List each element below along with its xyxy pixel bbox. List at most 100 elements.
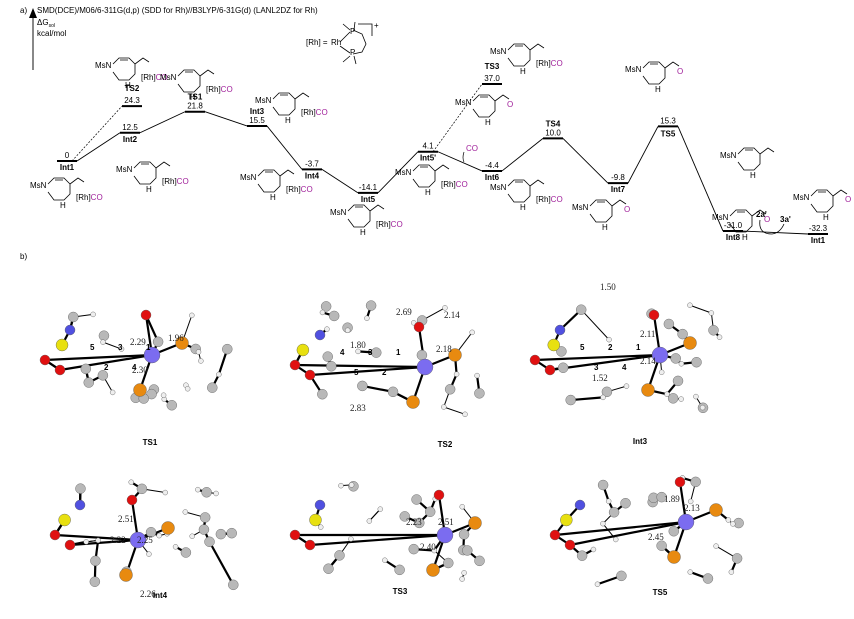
atom-c xyxy=(323,563,334,574)
atom-c xyxy=(597,479,609,491)
atom-h xyxy=(319,309,326,316)
atom-c xyxy=(97,370,109,381)
atom-h xyxy=(348,536,354,542)
atom-c xyxy=(474,388,485,399)
atom-c xyxy=(672,375,684,387)
atom-o xyxy=(140,309,152,321)
atom-number-label: 5 xyxy=(90,343,95,352)
bond xyxy=(309,365,426,377)
atom-o xyxy=(39,354,51,366)
level-name: Int2 xyxy=(123,135,138,144)
atom-h xyxy=(128,479,134,485)
atom-c xyxy=(166,400,177,411)
svg-text:[Rh]CO: [Rh]CO xyxy=(441,180,468,189)
atom-s xyxy=(309,513,322,527)
energy-value: -3.7 xyxy=(305,159,319,168)
atom-h xyxy=(355,348,361,355)
atom-c xyxy=(98,330,110,341)
atom-h xyxy=(687,498,694,505)
atom-c xyxy=(702,573,714,584)
structure-name: Int4 xyxy=(153,591,168,600)
atom-h xyxy=(382,557,388,563)
atom-c xyxy=(326,361,337,372)
energy-value: 0 xyxy=(65,151,70,160)
atom-c xyxy=(80,363,92,375)
rh-ligand-definition: [Rh] = Rh P P + xyxy=(306,21,379,65)
reactant-label: 2a' xyxy=(756,210,767,219)
atom-number-label: 1 xyxy=(636,343,641,352)
svg-text:H: H xyxy=(125,81,131,90)
atom-h xyxy=(324,326,330,332)
atom-c xyxy=(668,526,679,537)
atom-h xyxy=(344,327,351,334)
svg-text:H: H xyxy=(520,203,526,212)
panel-b-label: b) xyxy=(20,252,27,261)
atom-h xyxy=(606,336,612,343)
atom-p xyxy=(175,336,189,350)
distance-label: 2.51 xyxy=(438,517,454,527)
atom-h xyxy=(109,389,116,396)
svg-text:[Rh]CO: [Rh]CO xyxy=(301,108,328,117)
structure-name: TS2 xyxy=(438,440,453,449)
svg-text:MsN: MsN xyxy=(30,181,47,190)
atom-c xyxy=(556,346,567,357)
atom-s xyxy=(55,338,69,352)
distance-label: 2.23 xyxy=(406,517,422,527)
connector xyxy=(677,126,724,232)
bond xyxy=(569,520,687,547)
co-loss-label: CO xyxy=(466,144,478,153)
atom-s xyxy=(547,338,560,352)
atom-o xyxy=(544,364,556,376)
svg-text:[Rh] =: [Rh] = xyxy=(306,38,328,47)
svg-text:H: H xyxy=(750,171,756,180)
atom-c xyxy=(690,476,701,488)
atom-c xyxy=(663,318,675,330)
atom-o xyxy=(549,529,561,541)
atom-c xyxy=(204,536,215,547)
atom-p xyxy=(709,503,723,517)
atom-h xyxy=(613,536,619,543)
atom-c xyxy=(462,545,473,556)
svg-text:H: H xyxy=(655,85,661,94)
atom-h xyxy=(162,489,168,496)
atom-h xyxy=(377,506,383,512)
atom-o xyxy=(674,476,686,488)
atom-rh xyxy=(436,526,454,544)
level-name: Int6 xyxy=(485,173,500,182)
bond xyxy=(689,304,712,314)
atom-number-label: 4 xyxy=(132,363,137,372)
atom-h xyxy=(658,369,665,375)
atom-c xyxy=(443,557,454,569)
atom-h xyxy=(664,391,670,397)
atom-n xyxy=(554,324,566,336)
svg-text:H: H xyxy=(270,193,276,202)
axis-unit: kcal/mol xyxy=(37,29,67,38)
atom-c xyxy=(424,506,436,517)
atom-h xyxy=(441,404,447,410)
atom-c xyxy=(394,564,405,576)
svg-text:H: H xyxy=(190,93,196,102)
atom-c xyxy=(226,527,237,539)
atom-h xyxy=(730,521,736,527)
structure-sketches: MsNH[Rh]COMsNH[Rh]COMsNH[Rh]COMsNH[Rh]CO… xyxy=(30,43,851,242)
atom-h xyxy=(189,533,195,539)
atom-h xyxy=(594,581,601,587)
energy-value: -32.3 xyxy=(809,224,828,233)
atom-o xyxy=(564,539,576,551)
distance-label: 1.50 xyxy=(600,282,616,292)
energy-profile: 0Int112.5Int221.8TS115.5Int3-3.7Int4-14.… xyxy=(57,62,828,245)
atom-c xyxy=(322,351,333,362)
structure-name: Int3 xyxy=(633,437,648,446)
atom-h xyxy=(728,569,735,575)
svg-text:MsN: MsN xyxy=(490,183,507,192)
atom-c xyxy=(670,353,681,364)
atom-c xyxy=(656,540,667,551)
